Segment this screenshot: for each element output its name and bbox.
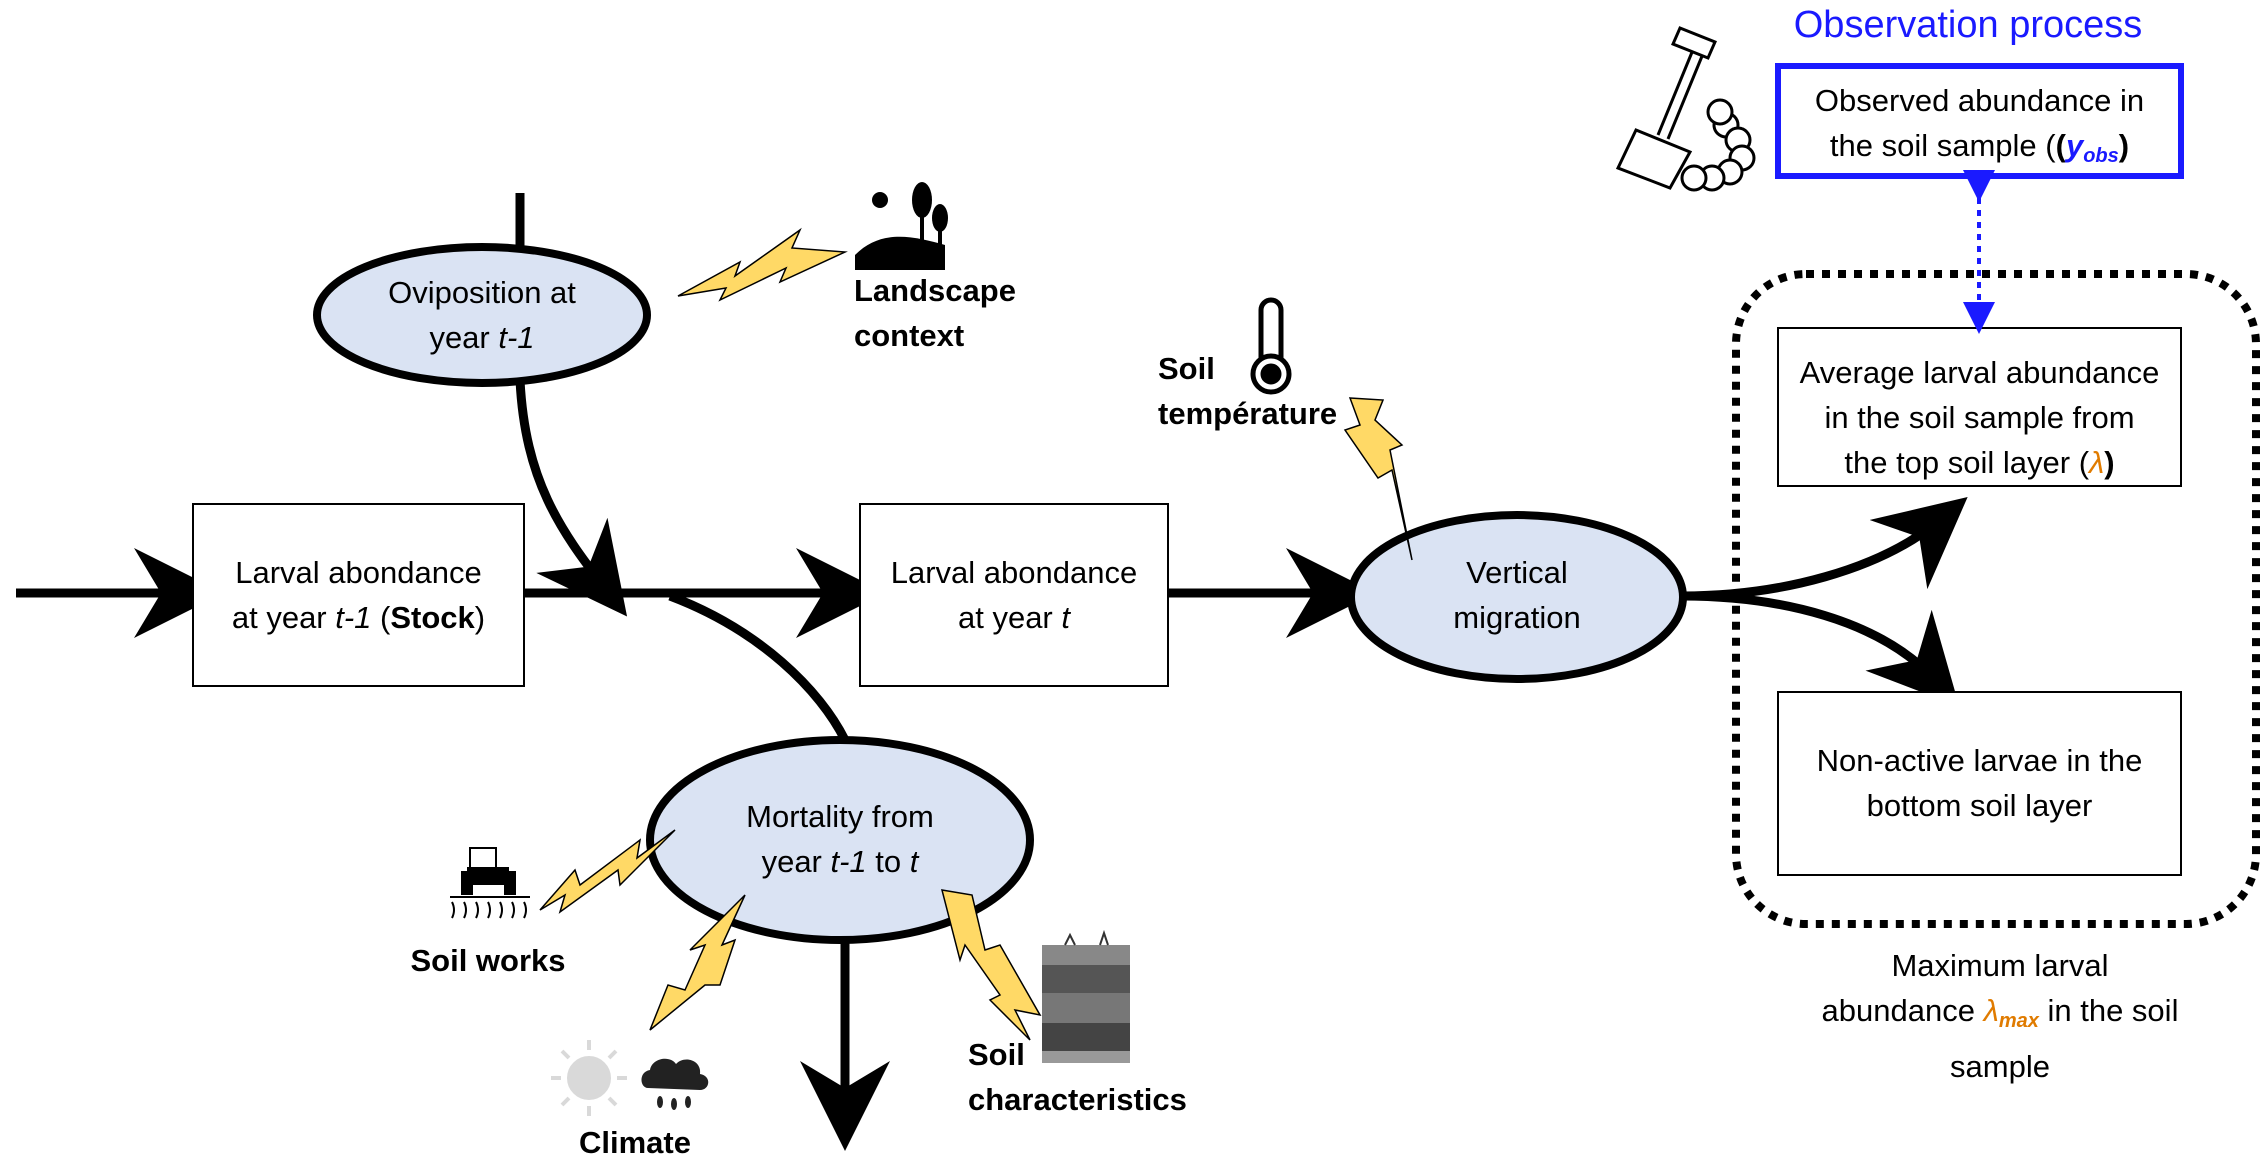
temperature-lightning [1343, 397, 1413, 561]
observed-prefix: the soil sample ( [1829, 128, 2056, 163]
oviposition-line-2: year [429, 320, 499, 355]
year-t-label: Larval abondance at year t [860, 550, 1168, 640]
migration-line-1: Vertical [1466, 555, 1568, 590]
shovel-worm-icon [1615, 26, 1756, 192]
lambda-max-subscript: max [1998, 1010, 2039, 1032]
stock-bold: Stock [390, 600, 475, 635]
average-line-2: in the soil sample from [1824, 400, 2135, 435]
soil-works-label: Soil works [410, 943, 566, 978]
oviposition-ellipse [313, 243, 651, 387]
soil-characteristics-label: Soil characteristics [968, 1032, 1187, 1122]
lambda-symbol: λ [2089, 445, 2105, 480]
year-t-box [859, 503, 1169, 687]
thermometer-icon [1250, 297, 1292, 395]
migration-to-average-arrow [1681, 496, 1968, 601]
stock-line-1: Larval abondance [235, 555, 482, 590]
oviposition-year-var: t-1 [498, 320, 535, 355]
soil-characteristics-line-2: characteristics [968, 1082, 1187, 1117]
climate-label: Climate [579, 1125, 691, 1160]
observed-subscript: obs [2083, 145, 2119, 167]
stock-year-var: t-1 [335, 600, 372, 635]
observation-process-title: Observation process [1793, 4, 2143, 46]
landscape-line-2: context [854, 318, 965, 353]
oviposition-line-1: Oviposition at [388, 275, 576, 310]
year-t-var: t [1061, 600, 1070, 635]
stock-mid: ( [371, 600, 391, 635]
observed-line-2: the soil sample ((yobs) [1829, 128, 2130, 167]
average-box [1777, 327, 2182, 487]
non-active-label: Non-active larvae in the bottom soil lay… [1778, 738, 2181, 828]
landscape-line-1: Landscape [854, 273, 1016, 308]
oviposition-to-flow-arrow [515, 379, 628, 617]
mortality-mid: to [866, 844, 910, 879]
stock-suffix: ) [474, 600, 486, 635]
landscape-icon [855, 182, 948, 270]
vertical-migration-label: Vertical migration [1380, 550, 1654, 640]
flow-to-mortality-line [668, 591, 850, 743]
stock-label: Larval abondance at year t-1 (Stock) [193, 550, 524, 640]
climate-lightning [649, 894, 746, 1031]
soil-works-lightning [539, 829, 676, 914]
migration-to-nonactive-arrow [1681, 591, 1960, 707]
maximum-prefix: abundance [1821, 993, 1984, 1028]
soil-temperature-line-1: Soil [1158, 351, 1215, 386]
mortality-ellipse [646, 736, 1034, 944]
non-active-line-1: Non-active larvae in the [1816, 743, 2143, 778]
soil-sample-boundary [1732, 270, 2260, 928]
average-line-1: Average larval abundance [1799, 355, 2160, 390]
mortality-prefix: year [761, 844, 831, 879]
non-active-line-2: bottom soil layer [1866, 788, 2093, 823]
lightning-bolts [539, 227, 1413, 1041]
mortality-label: Mortality from year t-1 to t [680, 794, 1000, 884]
mortality-var-2: t [909, 844, 919, 879]
observed-abundance-label: Observed abundance in the soil sample ((… [1778, 78, 2181, 179]
year-t-prefix: at year [957, 600, 1062, 635]
average-label: Average larval abundance in the soil sam… [1778, 350, 2181, 485]
soil-layers-icon [1042, 929, 1130, 1063]
year-t-line-1: Larval abondance [890, 555, 1138, 590]
stock-box [192, 503, 525, 687]
maximum-suffix: in the soil [2038, 993, 2179, 1028]
migration-line-2: migration [1453, 600, 1581, 635]
maximum-line-3: sample [1950, 1049, 2050, 1084]
average-suffix: ) [2104, 445, 2115, 480]
soil-characteristics-lightning [940, 889, 1042, 1041]
soil-temperature-line-2: température [1158, 396, 1338, 431]
landscape-lightning [677, 227, 848, 302]
mortality-line-1: Mortality from [746, 799, 934, 834]
observed-suffix: ) [2118, 128, 2130, 163]
soil-temperature-label: Soil température [1158, 346, 1337, 436]
migration-ellipse [1347, 511, 1687, 683]
observed-symbol: y [2065, 128, 2084, 163]
non-active-box [1777, 691, 2182, 876]
lambda-max-symbol: λ [1983, 993, 1999, 1028]
soil-characteristics-line-1: Soil [968, 1037, 1025, 1072]
maximum-line-1: Maximum larval [1891, 948, 2109, 983]
stock-prefix: at year [231, 600, 336, 635]
average-prefix: the top soil layer ( [1844, 445, 2090, 480]
oviposition-label: Oviposition at year t-1 [330, 270, 634, 360]
mortality-var-1: t-1 [830, 844, 867, 879]
landscape-label: Landscape context [854, 268, 1016, 358]
observed-line-1: Observed abundance in [1814, 83, 2145, 118]
sun-icon [551, 1040, 627, 1116]
maximum-label: Maximum larval abundance λmax in the soi… [1780, 943, 2220, 1089]
rain-cloud-icon [641, 1058, 709, 1110]
flow-arrows [16, 193, 1968, 1151]
tractor-icon [450, 847, 530, 919]
